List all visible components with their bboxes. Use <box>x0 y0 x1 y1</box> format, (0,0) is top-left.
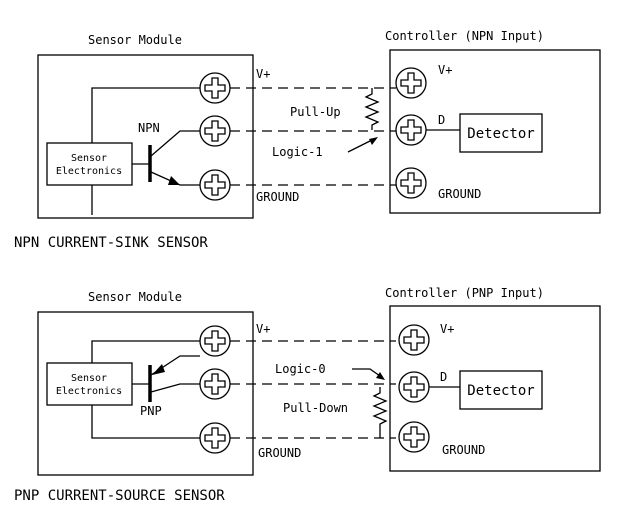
pnp-electronics-label-2: Electronics <box>56 386 122 397</box>
pnp-controller-d-terminal <box>398 371 430 403</box>
npn-electronics-label-2: Electronics <box>56 166 122 177</box>
pnp-detector-box <box>459 370 543 410</box>
pnp-sensor-output-terminal <box>199 368 231 400</box>
npn-detector-label: Detector <box>467 126 534 142</box>
npn-vplus-internal-wire <box>91 87 200 143</box>
npn-sensor-module-title: Sensor Module <box>88 33 182 47</box>
npn-controller-ground-terminal <box>395 167 427 199</box>
pnp-detector-label: Detector <box>467 383 534 399</box>
npn-pull-up-label: Pull-Up <box>290 105 341 119</box>
npn-electronics-label-1: Sensor <box>71 153 107 164</box>
pnp-controller-ground-label: GROUND <box>442 443 485 457</box>
pnp-controller-title: Controller (PNP Input) <box>385 286 544 300</box>
pnp-logic-arrowhead <box>376 372 385 380</box>
pnp-pull-down-resistor <box>372 387 388 438</box>
pnp-controller-vplus-label: V+ <box>440 322 454 336</box>
pnp-sensor-vplus-terminal <box>199 325 231 357</box>
pnp-electronics-label-1: Sensor <box>71 373 107 384</box>
npn-controller-ground-label: GROUND <box>438 187 481 201</box>
pnp-transistor-symbol <box>132 355 200 402</box>
pnp-sensor-module-title: Sensor Module <box>88 290 182 304</box>
npn-pull-up-resistor <box>364 88 380 130</box>
npn-sensor-ground-label: GROUND <box>256 190 299 204</box>
npn-sensor-output-terminal <box>199 115 231 147</box>
npn-sensor-ground-terminal <box>199 169 231 201</box>
npn-controller-vplus-terminal <box>395 67 427 99</box>
pnp-caption: PNP CURRENT-SOURCE SENSOR <box>14 488 225 504</box>
pnp-controller-d-label: D <box>440 370 447 384</box>
npn-transistor-label: NPN <box>138 121 160 135</box>
pnp-logic-label: Logic-0 <box>275 362 326 376</box>
pnp-vplus-internal-wire <box>91 340 200 363</box>
pnp-pull-down-label: Pull-Down <box>283 401 348 415</box>
pnp-sensor-ground-label: GROUND <box>258 446 301 460</box>
pnp-ground-internal-wire <box>91 405 200 439</box>
npn-controller-d-terminal <box>395 114 427 146</box>
npn-controller-vplus-label: V+ <box>438 63 452 77</box>
npn-sensor-vplus-terminal <box>199 72 231 104</box>
npn-transistor-symbol <box>132 130 200 186</box>
npn-detector-box <box>459 113 543 153</box>
pnp-controller-vplus-terminal <box>398 324 430 356</box>
npn-logic-arrowhead <box>369 137 378 145</box>
pnp-logic-arrow <box>352 368 381 377</box>
npn-caption: NPN CURRENT-SINK SENSOR <box>14 235 208 251</box>
pnp-sensor-electronics-box <box>46 362 133 406</box>
pnp-controller-ground-terminal <box>398 421 430 453</box>
npn-logic-arrow <box>347 139 373 153</box>
pnp-sensor-ground-terminal <box>199 422 231 454</box>
npn-logic-label: Logic-1 <box>272 145 323 159</box>
pnp-section: Sensor Module Controller (PNP Input) Sen… <box>14 286 601 504</box>
npn-sensor-electronics-box <box>46 142 133 186</box>
npn-sensor-vplus-label: V+ <box>256 67 270 81</box>
pnp-sensor-vplus-label: V+ <box>256 322 270 336</box>
npn-controller-d-label: D <box>438 113 445 127</box>
npn-section: Sensor Module Controller (NPN Input) Sen… <box>14 29 601 251</box>
pnp-transistor-label: PNP <box>140 404 162 418</box>
npn-controller-title: Controller (NPN Input) <box>385 29 544 43</box>
